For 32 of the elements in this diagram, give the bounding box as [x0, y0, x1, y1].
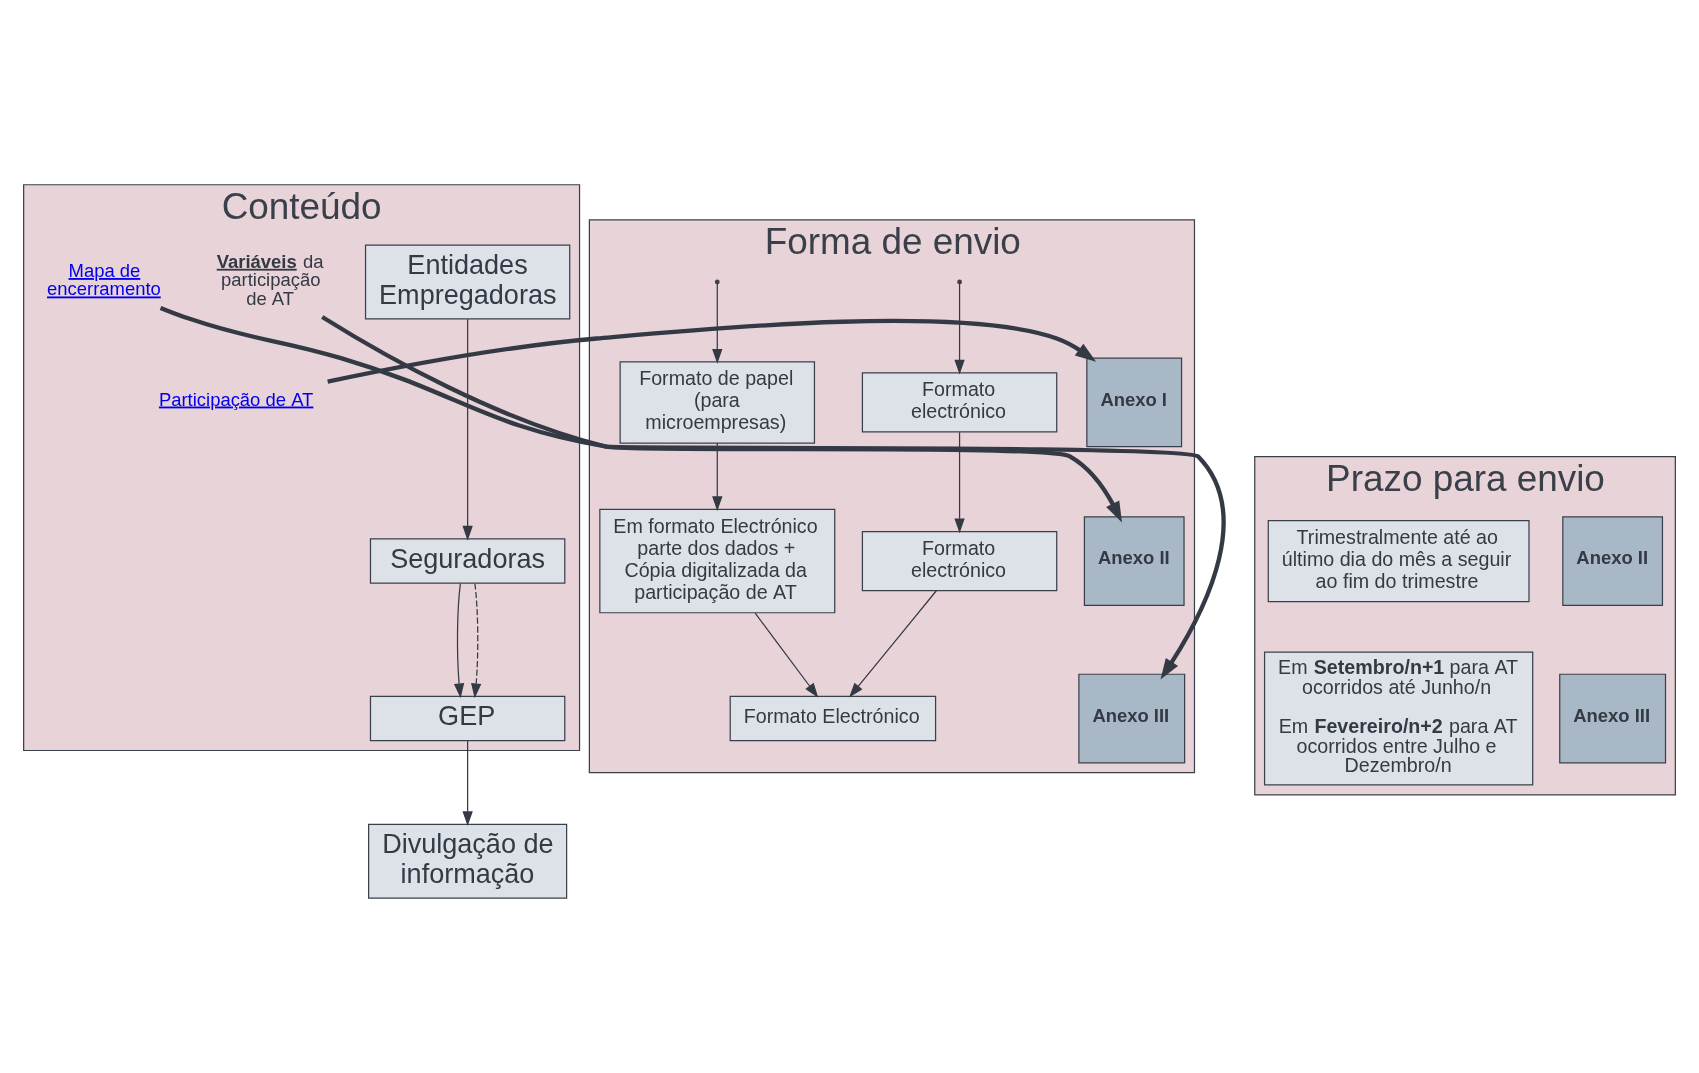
node-box: Formato electrónico: [861, 530, 1058, 592]
node-text: Participação de AT: [158, 388, 314, 410]
node-box: Em Setembro/n+1 para AT ocorridos até Junho/n Em Fevereiro/n+2 para AT ocorridos entre Julho e Dezembro/n: [1263, 651, 1534, 786]
arrow: [849, 590, 937, 698]
node-box: Anexo III: [1078, 673, 1186, 764]
arrow: [159, 305, 1226, 680]
arrow: [453, 582, 465, 699]
arrow: [754, 612, 819, 698]
arrow: [471, 582, 482, 699]
node-box: Anexo III: [1559, 673, 1667, 764]
node-box: Trimestralmente até ao último dia do mês a seguir ao fim do trimestre: [1267, 519, 1530, 603]
arrow: [327, 318, 1097, 384]
node-box: Anexo II: [1083, 516, 1185, 606]
node-box: Divulgação de informação: [368, 823, 568, 899]
node-box: Anexo I: [1086, 357, 1183, 448]
node-box: Formato Electrónico: [729, 695, 937, 742]
arrow: [954, 431, 965, 534]
node-box: Formato de papel (para microempresas): [619, 361, 816, 444]
node-box: Seguradoras: [369, 538, 566, 584]
node-box: Entidades Empregadoras: [364, 244, 571, 320]
arrow: [712, 442, 723, 512]
arrow: [954, 283, 965, 375]
node-text: Variáveis da participação de AT: [216, 250, 324, 309]
arrow: [712, 283, 723, 364]
node-box: GEP: [369, 695, 566, 742]
arrow: [462, 740, 473, 827]
arrow: [462, 318, 473, 541]
arrow: [321, 315, 1122, 523]
node-text: Mapa de encerramento: [47, 260, 161, 300]
node-box: Formato electrónico: [861, 372, 1058, 433]
node-box: Em formato Electrónico parte dos dados + Cópia digitalizada da participação de AT: [599, 508, 836, 614]
node-box: Anexo II: [1562, 516, 1664, 606]
